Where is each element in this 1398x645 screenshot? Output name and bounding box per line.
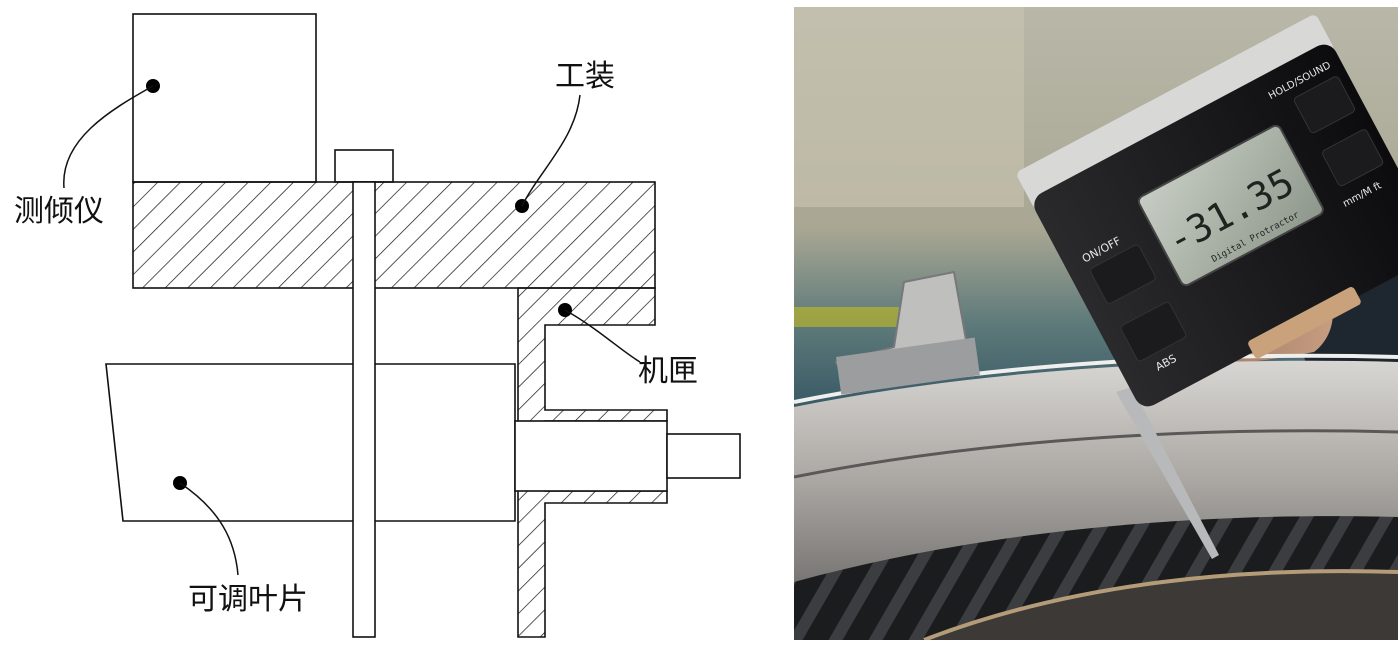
abs-button[interactable] bbox=[1120, 301, 1187, 362]
background-wall-panel bbox=[794, 7, 1024, 207]
inclinometer-block bbox=[132, 13, 317, 183]
casing-ring-edge bbox=[794, 429, 1398, 479]
digital-protractor: -31.35 Digital Protractor ON/OFF ABS HOL… bbox=[1017, 15, 1398, 407]
variable-vane bbox=[105, 363, 516, 522]
pin-head bbox=[334, 149, 394, 183]
inclinometer-label: 测倾仪 bbox=[14, 194, 104, 229]
measurement-photo: -31.35 Digital Protractor ON/OFF ABS HOL… bbox=[794, 7, 1398, 640]
photo-fixture-base bbox=[836, 337, 980, 395]
protractor-top-rail bbox=[1017, 15, 1334, 208]
fixture-schematic-diagram: 测倾仪 工装 机匣 可调叶片 bbox=[14, 13, 741, 638]
on-off-button[interactable] bbox=[1089, 244, 1156, 305]
protractor-lcd bbox=[1137, 124, 1324, 287]
inclinometer-leader bbox=[63, 85, 154, 189]
vane-ring-inner bbox=[924, 571, 1398, 640]
probe-rod bbox=[1116, 387, 1219, 559]
vane-shaft-end bbox=[666, 433, 741, 479]
fixture-label: 工装 bbox=[555, 59, 615, 94]
positioning-pin bbox=[352, 181, 376, 638]
protractor-bottom-arm bbox=[1248, 287, 1361, 359]
fixture-leader bbox=[521, 94, 581, 207]
vane-ring-highlight bbox=[923, 569, 1398, 640]
fixture-plate bbox=[132, 181, 656, 289]
casing-leader bbox=[564, 309, 641, 363]
casing-label: 机匣 bbox=[638, 354, 698, 389]
mode-button[interactable] bbox=[1321, 128, 1384, 187]
variable-vane-label: 可调叶片 bbox=[188, 582, 308, 617]
vane-trunnion bbox=[514, 420, 668, 492]
hold-sound-button[interactable] bbox=[1293, 75, 1356, 134]
variable-vane-leader bbox=[179, 482, 239, 576]
